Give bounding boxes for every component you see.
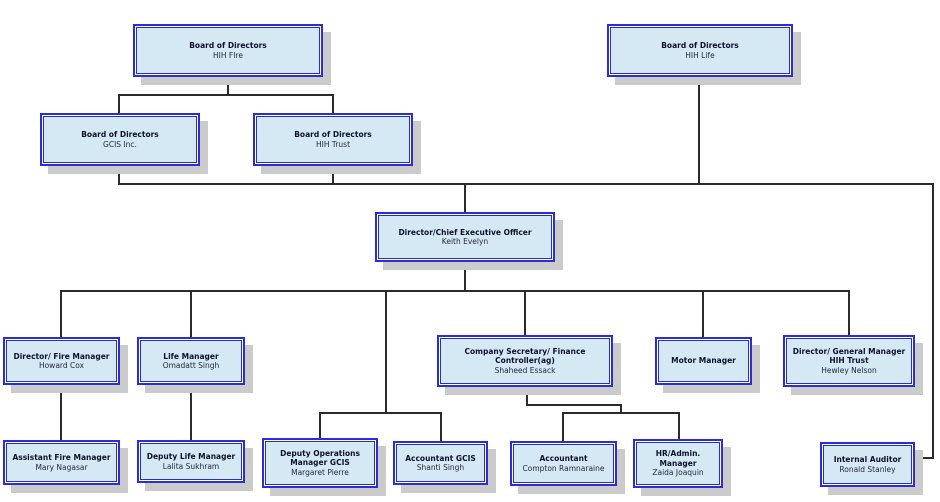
node-name: HIH Life xyxy=(685,50,715,60)
connector-line xyxy=(385,290,387,413)
connector-line xyxy=(332,94,334,113)
node-title: Motor Manager xyxy=(671,356,736,366)
node-name: HIH Trust xyxy=(315,139,351,149)
connector-line xyxy=(440,412,442,441)
connector-line xyxy=(932,183,934,459)
connector-line xyxy=(464,262,466,290)
org-node-hr-admin-manager: HR/Admin. Manager Zaida Joaquin xyxy=(633,439,723,488)
node-title: Assistant Fire Manager xyxy=(12,453,111,462)
node-title: Board of Directors xyxy=(189,41,267,50)
node-name: Mary Nagasar xyxy=(35,462,88,472)
org-node-ceo: Director/Chief Executive Officer Keith E… xyxy=(375,212,555,262)
connector-line xyxy=(118,166,120,184)
node-title: Life Manager xyxy=(163,351,219,361)
connector-line xyxy=(60,290,62,337)
connector-line xyxy=(60,385,62,440)
org-node-accountant-gcis: Accountant GCIS Shanti Singh xyxy=(393,441,488,485)
connector-line xyxy=(319,412,442,414)
node-title: HR/Admin. Manager xyxy=(655,449,701,468)
node-name: GCIS Inc. xyxy=(103,139,137,149)
org-node-internal-auditor: Internal Auditor Ronald Stanley xyxy=(820,442,915,487)
connector-line xyxy=(60,290,850,292)
node-title: Director/ Fire Manager xyxy=(13,351,110,361)
node-name: Omadatt Singh xyxy=(162,361,220,370)
connector-line xyxy=(702,290,704,337)
node-name: Keith Evelyn xyxy=(441,237,489,246)
connector-line xyxy=(562,412,680,414)
connector-line xyxy=(562,412,564,441)
connector-line xyxy=(227,77,229,95)
node-title: Internal Auditor xyxy=(833,455,902,464)
connector-line xyxy=(698,77,700,184)
connector-line xyxy=(526,404,622,406)
connector-line xyxy=(190,385,192,440)
connector-line xyxy=(915,457,934,459)
node-name: Lalita Sukhram xyxy=(162,461,220,471)
connector-line xyxy=(526,387,528,406)
connector-line xyxy=(678,412,680,439)
connector-line xyxy=(620,404,622,414)
node-name: Compton Ramnaraine xyxy=(522,463,605,473)
node-title: Deputy Operations Manager GCIS xyxy=(280,448,360,468)
connector-line xyxy=(848,290,850,335)
connector-line xyxy=(190,290,192,337)
node-title: Director/ General Manager HIH Trust xyxy=(792,346,906,366)
node-title: Accountant GCIS xyxy=(405,453,476,463)
connector-line xyxy=(319,412,321,439)
org-node-board-hih-life: Board of Directors HIH Life xyxy=(607,24,793,77)
connector-line xyxy=(332,166,334,184)
node-title: Board of Directors xyxy=(294,130,372,139)
node-title: Accountant xyxy=(539,454,588,463)
node-name: Shaheed Essack xyxy=(494,365,556,375)
org-node-gm-hih-trust: Director/ General Manager HIH Trust Hewl… xyxy=(783,335,915,387)
connector-line xyxy=(118,94,120,113)
org-node-accountant: Accountant Compton Ramnaraine xyxy=(510,441,617,486)
org-node-deputy-operations-manager: Deputy Operations Manager GCIS Margaret … xyxy=(262,438,378,488)
node-title: Director/Chief Executive Officer xyxy=(398,227,532,237)
node-name: HIH FIre xyxy=(213,50,243,60)
node-name: Ronald Stanley xyxy=(839,464,896,474)
org-node-board-hih-fire: Board of Directors HIH FIre xyxy=(133,24,323,77)
node-name: Zaida Joaquin xyxy=(652,468,704,478)
org-node-assistant-fire-manager: Assistant Fire Manager Mary Nagasar xyxy=(3,440,120,485)
org-node-life-manager: Life Manager Omadatt Singh xyxy=(137,337,245,385)
connector-line xyxy=(118,183,934,185)
org-node-company-secretary: Company Secretary/ Finance Controller(ag… xyxy=(437,335,613,387)
node-title: Board of Directors xyxy=(661,41,739,50)
node-name: Hewley Nelson xyxy=(821,365,877,375)
node-title: Deputy Life Manager xyxy=(146,452,236,461)
connector-line xyxy=(118,94,334,96)
node-name: Margaret Pierre xyxy=(291,467,349,477)
node-name: Shanti Singh xyxy=(416,463,465,472)
node-title: Company Secretary/ Finance Controller(ag… xyxy=(464,346,586,366)
org-node-board-gcis: Board of Directors GCIS Inc. xyxy=(40,113,200,166)
org-node-deputy-life-manager: Deputy Life Manager Lalita Sukhram xyxy=(137,440,245,483)
node-title: Board of Directors xyxy=(81,130,159,139)
org-node-board-hih-trust: Board of Directors HIH Trust xyxy=(253,113,413,166)
org-node-motor-manager: Motor Manager xyxy=(655,337,752,385)
org-node-fire-manager: Director/ Fire Manager Howard Cox xyxy=(3,337,120,385)
node-name: Howard Cox xyxy=(38,361,85,370)
connector-line xyxy=(524,290,526,335)
connector-line xyxy=(464,183,466,212)
